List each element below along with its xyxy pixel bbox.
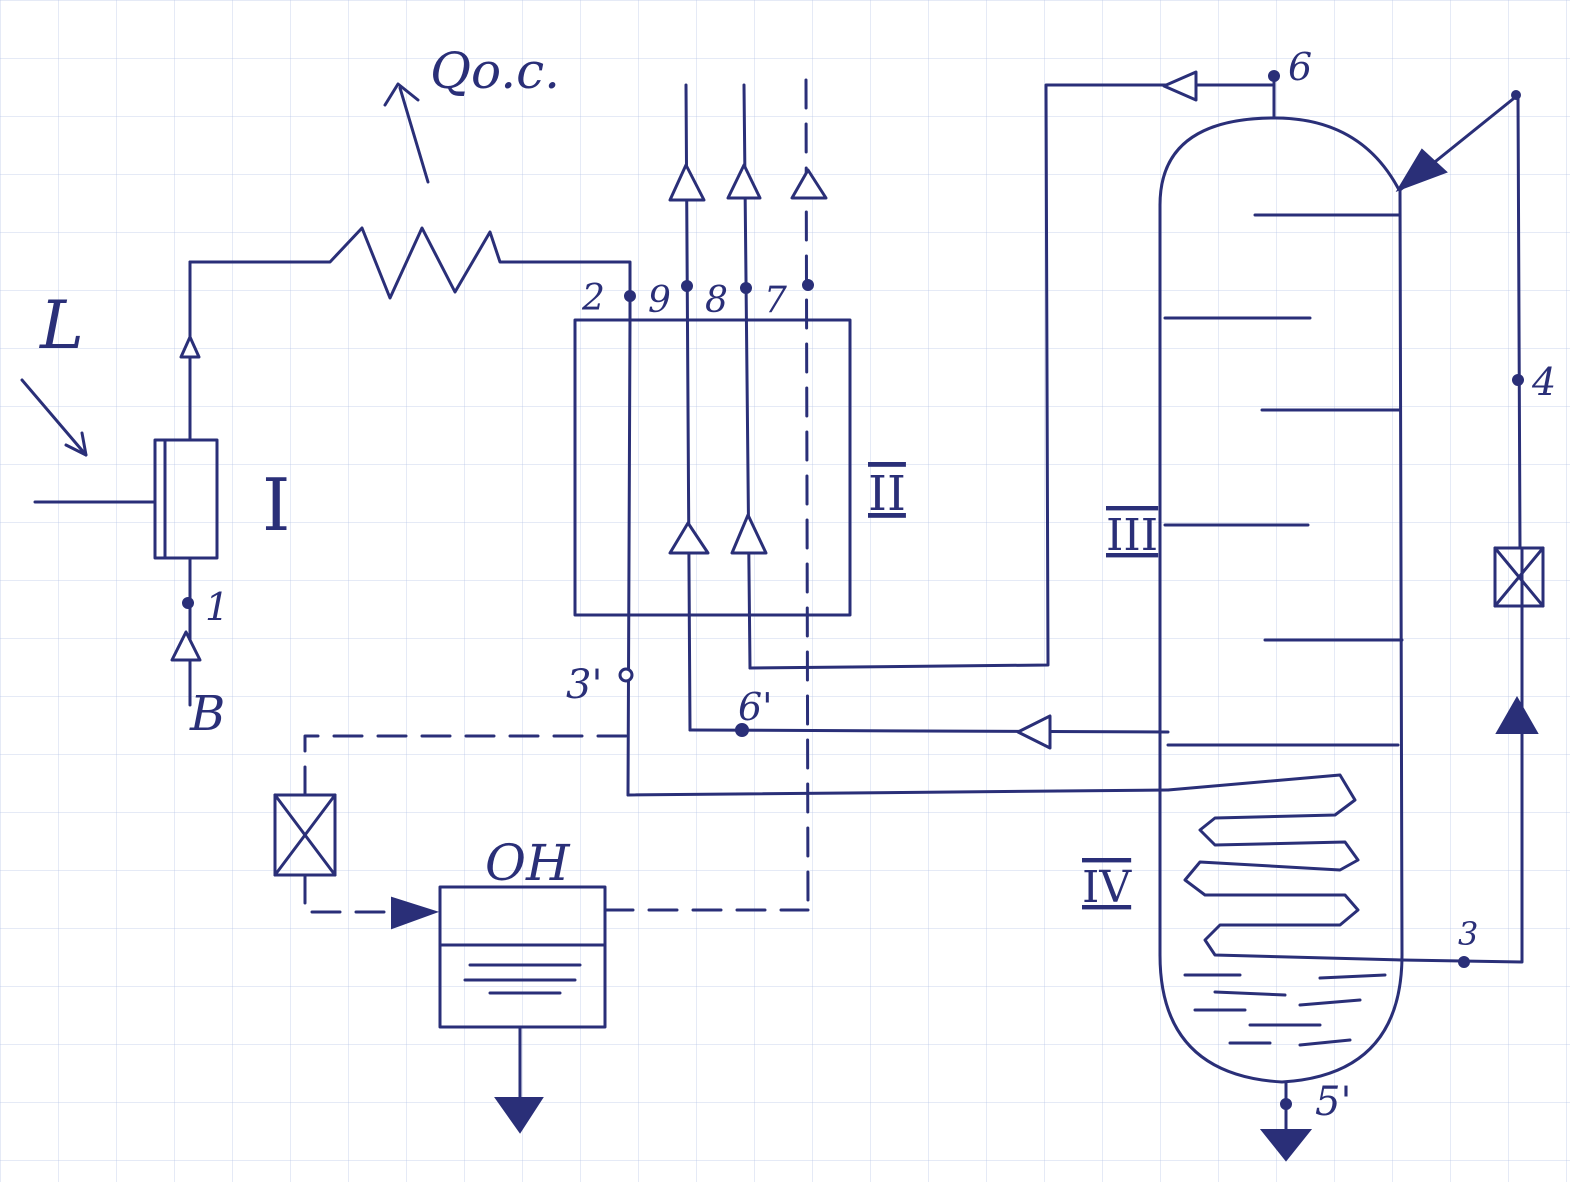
node-3 <box>1458 956 1470 968</box>
label-6: 6 <box>1288 45 1312 89</box>
label-9: 9 <box>648 280 671 321</box>
label-OH: OH <box>485 834 571 892</box>
label-heat-out: Qo.c. <box>430 42 560 100</box>
flow-arrow-left <box>1162 70 1198 102</box>
heat-exchanger <box>573 318 852 617</box>
separator-oh <box>438 885 810 1134</box>
label-column-upper: III <box>1106 510 1158 561</box>
stream-7 <box>804 78 810 912</box>
node-6prime <box>735 723 749 737</box>
label-2: 2 <box>581 278 605 319</box>
node-reflux-top <box>1511 90 1521 100</box>
node-8 <box>740 282 752 294</box>
flow-arrow-right <box>391 896 440 930</box>
reflux-line <box>1400 548 1524 964</box>
label-heat-exchanger: II <box>868 466 906 522</box>
flow-arrow-up <box>790 168 828 200</box>
node-9 <box>681 280 693 292</box>
label-4: 4 <box>1531 360 1556 404</box>
label-3prime: 3' <box>566 662 602 708</box>
node-3prime <box>618 667 634 683</box>
flow-arrow-left <box>1395 148 1448 192</box>
node-7 <box>802 279 814 291</box>
heat-rejection-coil <box>188 82 632 322</box>
node-2 <box>624 290 636 302</box>
flow-arrow-left <box>1016 714 1052 750</box>
label-column-lower: IV <box>1082 862 1132 913</box>
flow-arrow-up <box>1495 695 1539 734</box>
label-3: 3 <box>1458 915 1478 953</box>
work-input-arrow <box>20 378 88 457</box>
node-5prime <box>1280 1098 1292 1110</box>
node-4 <box>1512 374 1524 386</box>
flow-arrow-up <box>668 163 706 202</box>
flow-arrow-up <box>726 163 762 200</box>
stream-6prime <box>688 728 1170 734</box>
distillation-column <box>1158 116 1404 1162</box>
vapor-line-6-8 <box>748 83 1274 670</box>
flow-arrow-up <box>170 630 202 662</box>
work-input-arrowhead <box>64 431 88 457</box>
label-work: L <box>39 287 84 364</box>
label-7: 7 <box>764 280 787 321</box>
flow-arrow-up <box>730 513 768 555</box>
stream-3prime-coil <box>626 788 1170 797</box>
node-6 <box>1268 70 1280 82</box>
node-1 <box>182 597 194 609</box>
flow-arrow-up <box>179 335 201 359</box>
label-1: 1 <box>205 585 229 629</box>
label-6prime: 6' <box>738 685 773 729</box>
stream-2-3prime <box>626 318 632 797</box>
flow-arrow-up <box>668 521 710 555</box>
label-5prime: 5' <box>1315 1079 1351 1125</box>
throttle-line <box>303 734 628 797</box>
label-8: 8 <box>705 280 728 321</box>
label-B: B <box>189 686 225 742</box>
label-compressor: I <box>262 463 290 547</box>
